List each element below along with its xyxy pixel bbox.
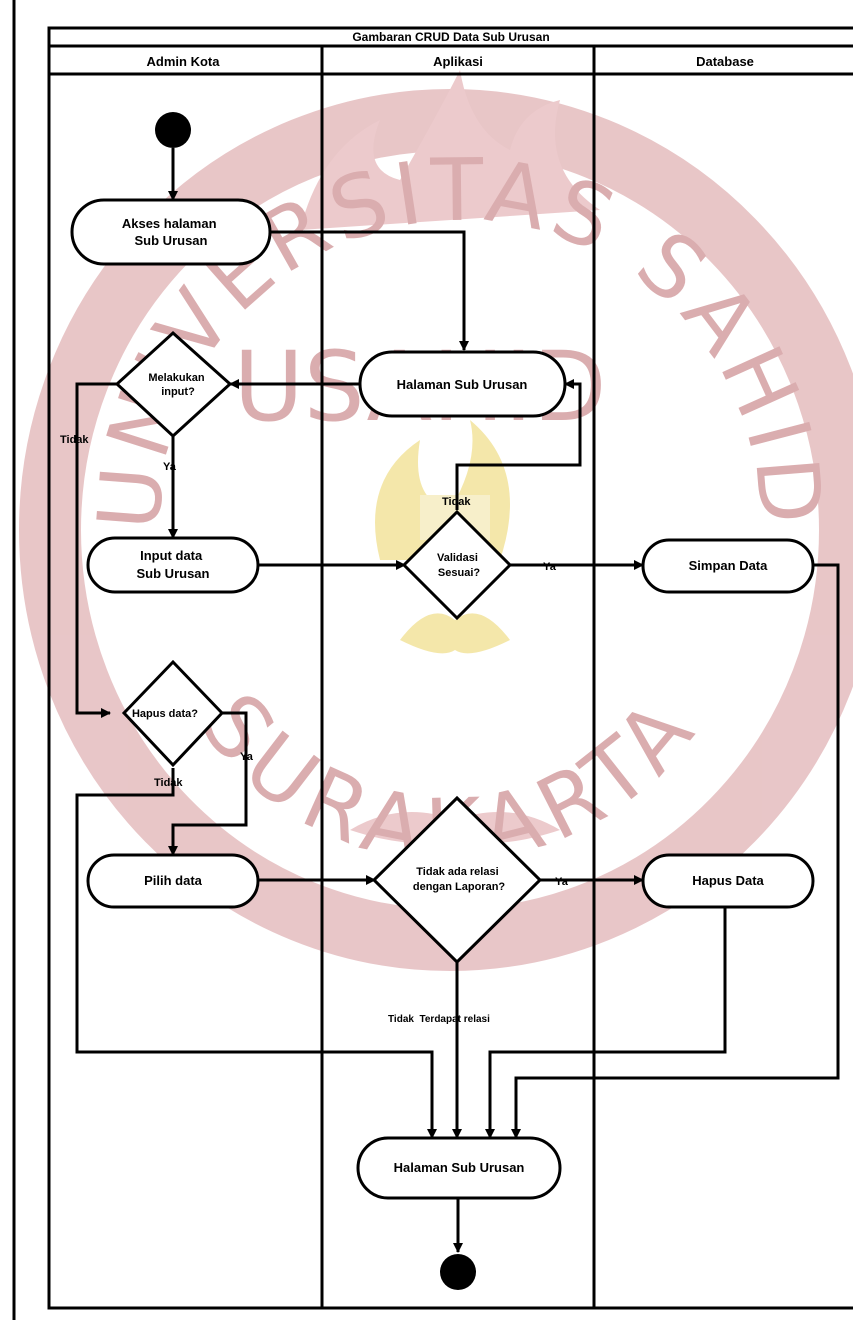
svg-text:Tidak ada relasi dengan: Tidak ada relasi dengan Laporan?	[413, 866, 506, 893]
lane-admin-kota: Admin Kota	[147, 54, 221, 69]
svg-text:Halaman Sub Urusan: Halaman Sub Urusan	[394, 1160, 525, 1175]
svg-text:Hapus Data: Hapus Data	[692, 873, 764, 888]
end-node	[440, 1254, 476, 1290]
swimlane-frame	[47, 26, 853, 1310]
decision-report: Tidak ada relasi dengan Laporan?	[371, 795, 543, 965]
action-input-data: Input data Sub Urusan	[86, 536, 260, 594]
svg-text:Simpan Data: Simpan Data	[689, 558, 769, 573]
edge-hapus-to-end	[485, 905, 727, 1139]
edge-access-to-page	[270, 230, 469, 351]
svg-text:Pilih data: Pilih data	[144, 873, 203, 888]
edge-delete-no-to-end	[75, 768, 437, 1139]
label-tidak-delete: Tidak	[154, 777, 183, 789]
svg-text:Halaman Sub Urusan: Halaman Sub Urusan	[397, 377, 528, 392]
edge-valid-no-to-page	[455, 379, 582, 510]
label-tidak-valid: Tidak	[442, 496, 471, 508]
svg-text:Validasi Sesuai?: Validasi Sesuai?	[437, 552, 481, 579]
label-ya-valid: Ya	[543, 561, 557, 573]
action-page-sub-urusan-end: Halaman Sub Urusan	[356, 1136, 562, 1200]
label-ya-report: Ya	[555, 876, 569, 888]
action-pick-data: Pilih data	[86, 853, 260, 909]
label-ya-input: Ya	[163, 461, 177, 473]
edge-simpan-to-end	[511, 563, 840, 1139]
decision-input: Melakukan input?	[114, 330, 233, 439]
label-tidak-input: Tidak	[60, 434, 89, 446]
start-node	[155, 112, 191, 148]
decision-delete: Hapus data?	[121, 659, 225, 768]
svg-text:Hapus data?: Hapus data?	[132, 708, 198, 720]
label-ya-delete: Ya	[240, 751, 254, 763]
svg-text:Akses halaman Sub Urusan: Akses halaman Sub Urusan	[122, 216, 220, 248]
action-delete-data: Hapus Data	[641, 853, 815, 909]
action-save-data: Simpan Data	[641, 538, 815, 594]
edge-delete-yes-to-pick	[168, 711, 248, 856]
lane-database: Database	[696, 54, 754, 69]
diagram-title: Gambaran CRUD Data Sub Urusan	[352, 30, 549, 44]
action-page-sub-urusan: Halaman Sub Urusan	[358, 350, 567, 418]
decision-valid: Validasi Sesuai?	[401, 509, 513, 621]
lane-aplikasi: Aplikasi	[433, 54, 483, 69]
svg-text:Input data Sub Urusan: Input data Sub Urusan	[137, 548, 210, 581]
edge-labels: Tidak Ya Tidak Ya Tidak Ya Ya Tidak Terd…	[60, 434, 569, 1025]
edges	[75, 148, 840, 1253]
svg-text:Melakukan input?: Melakukan input?	[148, 372, 207, 398]
label-tidak-report: Tidak Terdapat relasi	[388, 1014, 490, 1025]
edge-input-no-to-delete	[75, 382, 120, 718]
action-access-page: Akses halaman Sub Urusan	[70, 198, 272, 266]
